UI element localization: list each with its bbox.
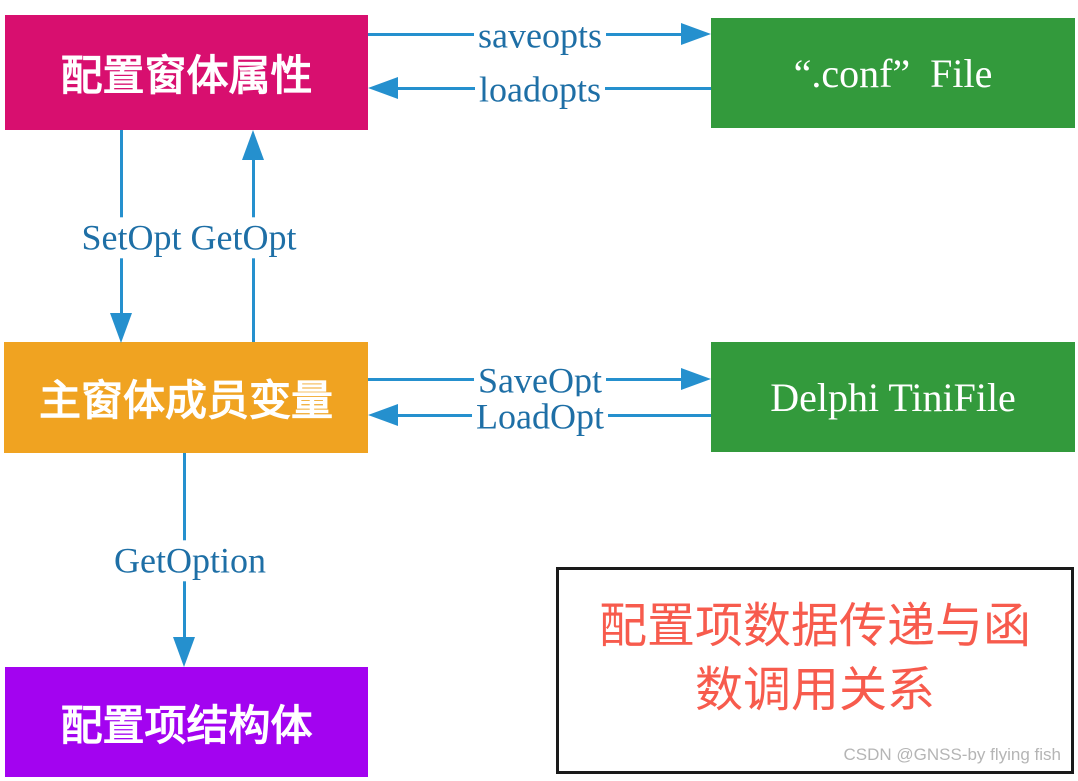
arrow-getoption-head-down-icon xyxy=(173,637,195,667)
arrow-setopt-head-down-icon xyxy=(110,313,132,343)
node-conf-file-label: “.conf” File xyxy=(793,50,993,96)
diagram-title-line2: 数调用关系 xyxy=(694,662,935,718)
arrow-saveopts-head-right-icon xyxy=(681,23,711,45)
diagram-title-line1: 配置项数据传递与函 xyxy=(598,598,1031,654)
arrow-saveopt-label: SaveOpt xyxy=(474,360,606,402)
node-delphi-tinifile: Delphi TiniFile xyxy=(711,342,1075,452)
node-main-form-members-label: 主窗体成员变量 xyxy=(38,376,333,425)
node-delphi-tinifile-label: Delphi TiniFile xyxy=(770,374,1016,420)
arrow-getoption-label: GetOption xyxy=(110,540,270,582)
node-conf-file: “.conf” File xyxy=(711,18,1075,128)
node-form-properties: 配置窗体属性 xyxy=(5,15,368,130)
arrow-loadopts-label: loadopts xyxy=(475,69,605,111)
arrow-loadopt-label: LoadOpt xyxy=(472,396,608,438)
arrow-getopt-head-up-icon xyxy=(242,130,264,160)
node-form-properties-label: 配置窗体属性 xyxy=(60,51,313,100)
arrow-loadopts-head-left-icon xyxy=(368,77,398,99)
node-main-form-members: 主窗体成员变量 xyxy=(4,342,368,453)
node-config-struct-label: 配置项结构体 xyxy=(60,700,313,750)
node-config-struct: 配置项结构体 xyxy=(5,667,368,777)
csdn-watermark: CSDN @GNSS-by flying fish xyxy=(843,745,1061,764)
arrow-saveopts-label: saveopts xyxy=(474,15,606,57)
arrow-setopt-getopt-label: SetOpt GetOpt xyxy=(77,217,301,259)
annotation-box: 配置项数据传递与函 数调用关系 CSDN @GNSS-by flying fis… xyxy=(556,567,1074,774)
diagram-title: 配置项数据传递与函 数调用关系 xyxy=(559,594,1071,722)
arrow-loadopt-head-left-icon xyxy=(368,404,398,426)
arrow-saveopt-head-right-icon xyxy=(681,368,711,390)
